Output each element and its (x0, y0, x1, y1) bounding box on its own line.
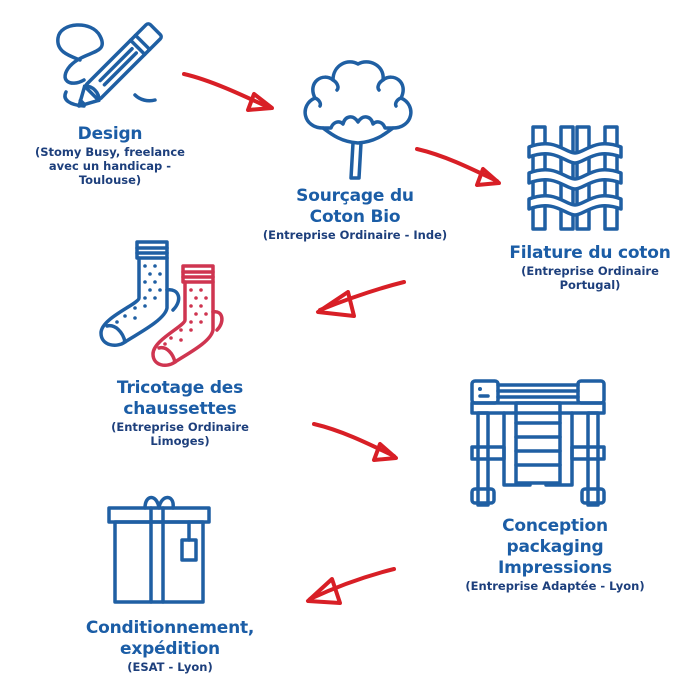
gift-box-icon (107, 495, 211, 604)
pencil-icon (56, 22, 163, 108)
step-subtitle-line: (Stomy Busy, freelance (35, 145, 185, 159)
step-title: packaging (506, 537, 604, 557)
step-title: Coton Bio (309, 207, 401, 227)
socks-icon (99, 240, 224, 368)
step-title: Conditionnement, (85, 618, 255, 638)
step-spinning: Filature du coton (Entreprise Ordinaire … (480, 243, 700, 292)
step-title: chaussettes (123, 399, 237, 419)
red-sock-icon (151, 264, 224, 368)
step-subtitle: (Entreprise Adaptée - Lyon) (465, 579, 645, 593)
step-title: expédition (120, 639, 220, 659)
step-title: Filature du coton (509, 243, 671, 263)
cotton-plant-icon (303, 60, 413, 180)
arrow-cotton-to-spinning (415, 147, 501, 187)
step-title: Conception (502, 516, 608, 536)
printer-icon (470, 379, 606, 507)
arrow-packaging-to-shipping (306, 567, 396, 605)
arrow-spinning-to-knitting (316, 280, 406, 318)
step-subtitle-line: Portugal) (559, 278, 621, 292)
arrow-knitting-to-packaging (312, 422, 398, 462)
blue-sock-icon (99, 240, 181, 347)
step-subtitle-line: Limoges) (150, 434, 210, 448)
step-title: Design (77, 124, 143, 144)
step-cotton-sourcing: Sourçage du Coton Bio (Entreprise Ordina… (230, 186, 480, 242)
weave-icon (527, 125, 623, 231)
step-design: Design (Stomy Busy, freelance avec un ha… (10, 124, 210, 187)
step-subtitle-line: (Entreprise Ordinaire (521, 264, 659, 278)
step-title: Sourçage du (296, 186, 414, 206)
step-subtitle: (Entreprise Ordinaire - Inde) (262, 228, 448, 242)
arrow-design-to-cotton (182, 72, 274, 112)
step-subtitle: (ESAT - Lyon) (127, 660, 213, 674)
step-subtitle-line: avec un handicap - (48, 159, 172, 173)
step-subtitle-line: Toulouse) (78, 173, 142, 187)
step-shipping: Conditionnement, expédition (ESAT - Lyon… (30, 618, 310, 674)
step-packaging-printing: Conception packaging Impressions (Entrep… (420, 516, 690, 593)
step-title: Impressions (498, 558, 612, 578)
step-title: Tricotage des (116, 378, 244, 398)
step-knitting: Tricotage des chaussettes (Entreprise Or… (60, 378, 300, 448)
step-subtitle-line: (Entreprise Ordinaire (111, 420, 249, 434)
